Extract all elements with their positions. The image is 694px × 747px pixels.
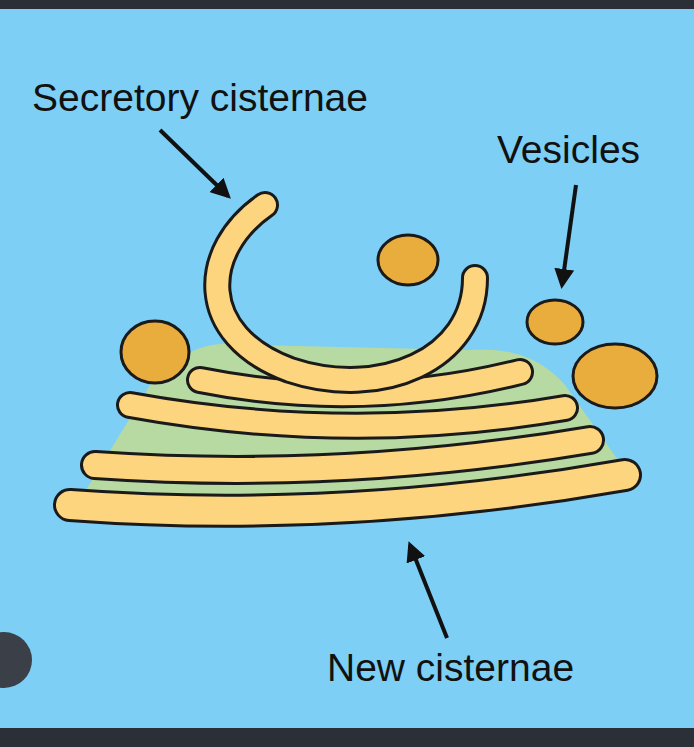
corner-icon: [0, 632, 32, 688]
cisternae: [70, 205, 625, 511]
vesicles: [121, 235, 657, 408]
part-label: Vesicles: [497, 130, 640, 169]
part-label: Secretory cisternae: [32, 78, 368, 117]
background: [0, 9, 694, 728]
leader-lines: [160, 130, 576, 638]
part-label: New cisternae: [327, 648, 574, 687]
